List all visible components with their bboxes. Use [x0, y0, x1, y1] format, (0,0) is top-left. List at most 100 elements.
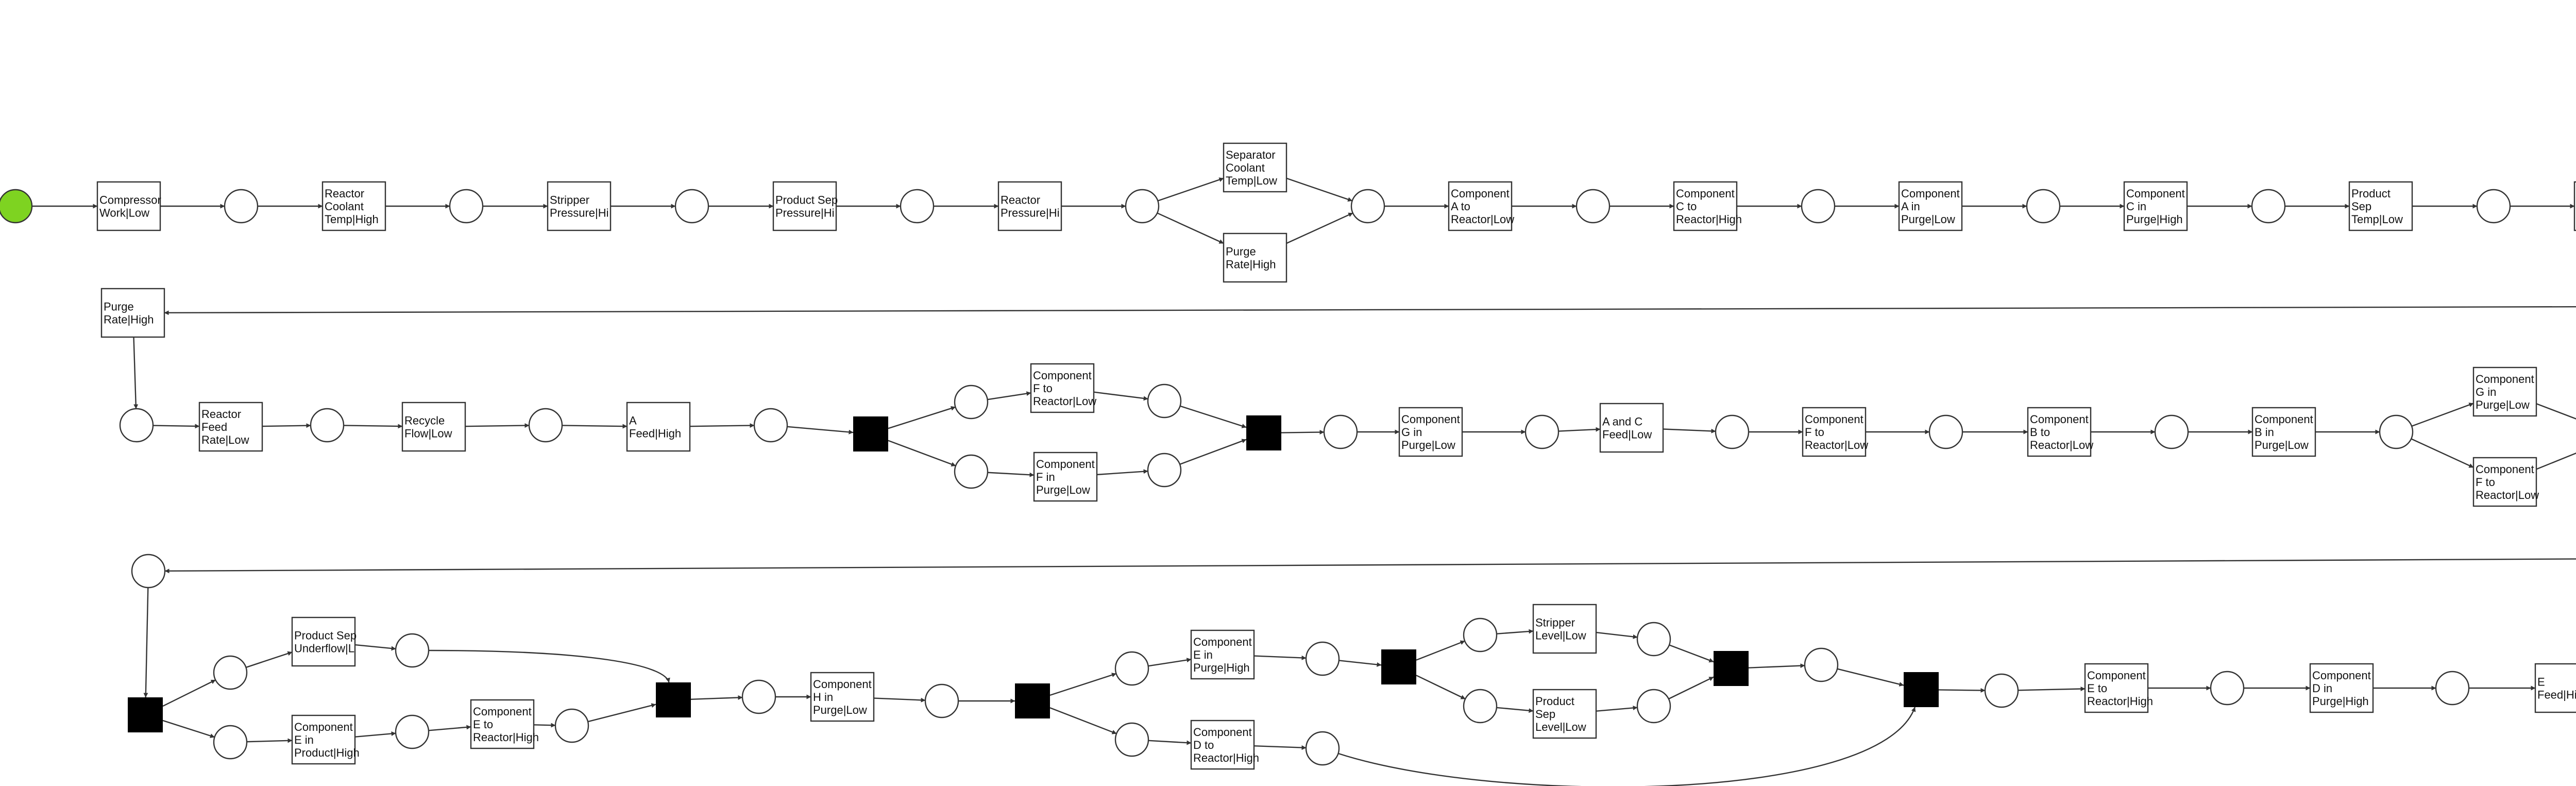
transition-box[interactable] — [96, 181, 161, 231]
transition-box[interactable] — [2084, 663, 2149, 713]
silent-transition[interactable] — [128, 697, 163, 732]
transition-t13[interactable]: StripperTemp|Low — [2573, 181, 2576, 231]
transition-box[interactable] — [1532, 604, 1597, 654]
place[interactable] — [1147, 383, 1182, 419]
transition-box[interactable] — [2309, 663, 2374, 713]
transition-box[interactable] — [2472, 366, 2537, 417]
place[interactable] — [213, 655, 248, 690]
transition-box[interactable] — [810, 672, 875, 722]
place[interactable] — [1575, 189, 1611, 224]
place[interactable] — [2476, 189, 2511, 224]
transition-box[interactable] — [1223, 232, 1287, 283]
place[interactable] — [1636, 622, 1671, 657]
place[interactable] — [1305, 641, 1340, 676]
silent-transition[interactable] — [656, 682, 691, 717]
place[interactable] — [1114, 722, 1149, 757]
place[interactable] — [528, 408, 563, 443]
place[interactable] — [224, 189, 259, 224]
transition-box[interactable] — [1802, 407, 1867, 457]
transition-box[interactable] — [626, 402, 691, 452]
transition-box[interactable] — [1190, 629, 1255, 680]
transition-box[interactable] — [1532, 689, 1597, 739]
place[interactable] — [131, 554, 166, 589]
transition-box[interactable] — [1599, 403, 1664, 453]
place[interactable] — [954, 384, 989, 420]
place[interactable] — [2251, 189, 2286, 224]
place[interactable] — [1350, 189, 1385, 224]
transition-box[interactable] — [1223, 142, 1287, 193]
place[interactable] — [1147, 453, 1182, 488]
transition-box[interactable] — [291, 714, 356, 765]
transition-box[interactable] — [547, 181, 612, 231]
place[interactable] — [449, 189, 484, 224]
place[interactable] — [2435, 671, 2470, 706]
place[interactable] — [2379, 414, 2414, 449]
place[interactable] — [1636, 689, 1671, 724]
place[interactable] — [1524, 414, 1560, 449]
transition-box[interactable] — [2348, 181, 2413, 231]
place[interactable] — [1323, 414, 1358, 449]
transition-box[interactable] — [401, 402, 466, 452]
place[interactable] — [741, 679, 776, 714]
transition-box[interactable] — [1190, 720, 1255, 770]
place[interactable] — [554, 708, 589, 743]
transition-box[interactable] — [2472, 457, 2537, 507]
place[interactable] — [2026, 189, 2061, 224]
transition-box[interactable] — [470, 699, 535, 749]
start-place[interactable] — [0, 189, 33, 224]
place[interactable] — [2154, 414, 2189, 449]
transition-box[interactable] — [2534, 663, 2576, 713]
transition-box[interactable] — [291, 616, 356, 667]
transition-box[interactable] — [1398, 407, 1463, 457]
place[interactable] — [395, 714, 430, 749]
place[interactable] — [1715, 414, 1750, 449]
place[interactable] — [119, 408, 154, 443]
transition-box[interactable] — [2251, 407, 2316, 457]
transition-box[interactable] — [2573, 181, 2576, 231]
place[interactable] — [1463, 689, 1498, 724]
place[interactable] — [1125, 189, 1160, 224]
place[interactable] — [1463, 617, 1498, 653]
transition-box[interactable] — [2027, 407, 2092, 457]
place[interactable] — [900, 189, 935, 224]
silent-transition[interactable] — [1381, 649, 1416, 684]
place[interactable] — [213, 725, 248, 760]
place[interactable] — [1801, 189, 1836, 224]
silent-transition[interactable] — [1904, 672, 1939, 707]
transition-box[interactable] — [198, 402, 263, 452]
transition-box[interactable] — [2123, 181, 2188, 231]
silent-transition[interactable] — [1015, 683, 1050, 718]
silent-transition[interactable] — [1246, 415, 1281, 450]
place[interactable] — [1114, 651, 1149, 686]
place[interactable] — [924, 683, 959, 718]
place[interactable] — [1984, 673, 2019, 708]
place[interactable] — [1305, 731, 1340, 766]
place[interactable] — [674, 189, 709, 224]
place[interactable] — [753, 408, 788, 443]
